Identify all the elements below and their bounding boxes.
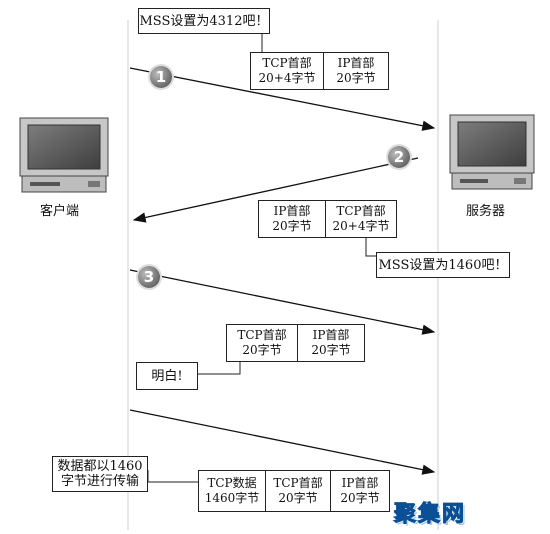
- client-mss-bubble: MSS设置为4312吧！: [138, 8, 270, 34]
- ack-text: 明白!: [151, 368, 183, 384]
- packet-step3-tcp-header: TCP首部 20字节: [226, 324, 298, 362]
- callout-tail-data-note: [147, 470, 200, 483]
- step-3-badge: 3: [138, 266, 160, 288]
- data-note-bubble: 数据都以1460 字节进行传输: [52, 456, 148, 492]
- data-note-line1: 数据都以1460: [57, 459, 143, 474]
- arrow-step1-client-to-server: [129, 67, 436, 131]
- data-note-line2: 字节进行传输: [60, 474, 139, 489]
- arrow-step3-client-to-server: [129, 269, 436, 335]
- cell-title: TCP首部: [262, 56, 312, 70]
- packet-step2-tcp-header: TCP首部 20+4字节: [325, 200, 397, 238]
- callout-tail-ack: [198, 362, 241, 375]
- cell-size: 20+4字节: [332, 219, 390, 233]
- client-label: 客户端: [40, 204, 80, 219]
- packet-step3-ip-header: IP首部 20字节: [297, 324, 365, 362]
- cell-size: 20字节: [242, 343, 282, 357]
- packet-step1-tcp-header: TCP首部 20+4字节: [250, 52, 324, 90]
- arrow-step2-server-to-client: [132, 157, 419, 223]
- cell-title: TCP首部: [237, 328, 287, 342]
- cell-size: 20字节: [278, 491, 318, 505]
- cell-title: IP首部: [273, 204, 311, 218]
- cell-title: IP首部: [341, 476, 379, 490]
- callout-tail-server-mss: [365, 238, 378, 257]
- client-computer-icon: [19, 117, 109, 193]
- cell-title: IP首部: [312, 328, 350, 342]
- packet-data-tcp-data: TCP数据 1460字节: [198, 470, 266, 512]
- server-mss-bubble: MSS设置为1460吧！: [376, 252, 510, 278]
- cell-size: 20字节: [311, 343, 351, 357]
- cell-size: 1460字节: [204, 491, 260, 505]
- server-mss-text: MSS设置为1460吧！: [378, 257, 508, 273]
- packet-step1-ip-header: IP首部 20字节: [323, 52, 389, 90]
- server-computer-icon: [449, 114, 535, 190]
- cell-title: IP首部: [337, 56, 375, 70]
- step-1-badge: 1: [150, 66, 172, 88]
- ack-bubble: 明白!: [136, 362, 198, 390]
- watermark-logo: 聚集网: [393, 502, 466, 528]
- step-2-badge: 2: [388, 146, 410, 168]
- cell-title: TCP数据: [207, 476, 257, 490]
- cell-size: 20+4字节: [258, 71, 316, 85]
- arrow-data-client-to-server: [129, 409, 436, 475]
- cell-size: 20字节: [336, 71, 376, 85]
- packet-data-ip-header: IP首部 20字节: [330, 470, 390, 512]
- cell-size: 20字节: [340, 491, 380, 505]
- packet-data-tcp-header: TCP首部 20字节: [265, 470, 331, 512]
- server-label: 服务器: [466, 204, 506, 219]
- client-mss-text: MSS设置为4312吧！: [139, 13, 269, 29]
- cell-size: 20字节: [272, 219, 312, 233]
- packet-step2-ip-header: IP首部 20字节: [258, 200, 326, 238]
- cell-title: TCP首部: [336, 204, 386, 218]
- cell-title: TCP首部: [273, 476, 323, 490]
